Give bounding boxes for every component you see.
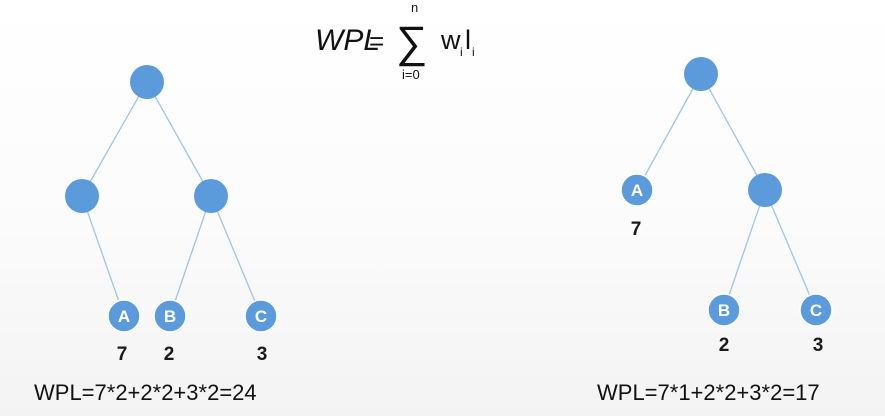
tree-2-edge-root-right — [700, 73, 766, 191]
tree-2-weight-b: 2 — [719, 335, 730, 356]
tree-1-leaf-c: C — [244, 299, 278, 333]
formula-l: l — [465, 25, 471, 55]
tree-2: A B C 7 2 3 WPL=7*1+2*2+3*2=17 — [597, 57, 833, 405]
tree-1-edge-root-right — [146, 81, 212, 197]
tree-2-leaf-b: B — [707, 293, 741, 327]
tree-2-leaf-a: A — [620, 173, 654, 207]
tree-2-edge-right-c — [764, 189, 817, 311]
tree-2-leaf-b-circle — [707, 293, 741, 327]
tree-2-weight-c: 3 — [813, 335, 824, 356]
tree-2-weight-a: 7 — [631, 219, 642, 240]
tree-1-leaf-b-circle — [153, 299, 187, 333]
tree-1-internal-node-left — [65, 179, 99, 213]
tree-2-wpl-equation: WPL=7*1+2*2+3*2=17 — [597, 380, 820, 405]
tree-1-leaf-b: B — [153, 299, 187, 333]
tree-1-internal-node-right — [194, 179, 228, 213]
tree-2-leaf-c-circle — [799, 293, 833, 327]
tree-1-root-node — [130, 65, 164, 99]
tree-1-weight-a: 7 — [117, 344, 128, 365]
formula-lhs: WPL — [315, 24, 380, 57]
tree-1-edge-left-a — [81, 195, 125, 317]
formula-w-subscript: i — [460, 45, 463, 59]
tree-1-leaf-a: A — [107, 299, 141, 333]
wpl-formula: WPL = ∑ n i=0 w i l i — [315, 0, 475, 82]
tree-2-leaf-c: C — [799, 293, 833, 327]
tree-1-wpl-equation: WPL=7*2+2*2+3*2=24 — [34, 380, 257, 405]
tree-2-leaf-a-label: A — [631, 181, 643, 200]
tree-1-edge-right-c — [210, 195, 262, 317]
tree-2-edge-right-b — [723, 189, 766, 311]
formula-sigma: ∑ — [396, 18, 427, 67]
tree-2-root-node — [684, 57, 718, 91]
formula-lower-limit: i=0 — [402, 67, 420, 82]
tree-1-edge-root-left — [81, 81, 148, 197]
formula-l-subscript: i — [472, 45, 475, 59]
formula-equals: = — [369, 26, 384, 56]
tree-1-leaf-c-label: C — [255, 307, 267, 326]
tree-2-edge-root-a — [636, 73, 702, 191]
formula-w: w — [440, 25, 461, 55]
tree-2-leaf-a-circle — [620, 173, 654, 207]
tree-2-leaf-c-label: C — [810, 301, 822, 320]
tree-2-internal-node-right — [748, 173, 782, 207]
tree-1: A B C 7 2 3 WPL=7*2+2*2+3*2=24 — [34, 65, 278, 405]
tree-1-leaf-c-circle — [244, 299, 278, 333]
tree-1-leaf-a-label: A — [118, 307, 130, 326]
tree-1-weight-b: 2 — [164, 344, 175, 365]
tree-2-leaf-b-label: B — [718, 301, 730, 320]
formula-upper-limit: n — [411, 0, 418, 15]
tree-1-edge-right-b — [169, 195, 212, 317]
tree-1-leaf-a-circle — [107, 299, 141, 333]
tree-1-leaf-b-label: B — [164, 307, 176, 326]
tree-1-weight-c: 3 — [257, 344, 268, 365]
